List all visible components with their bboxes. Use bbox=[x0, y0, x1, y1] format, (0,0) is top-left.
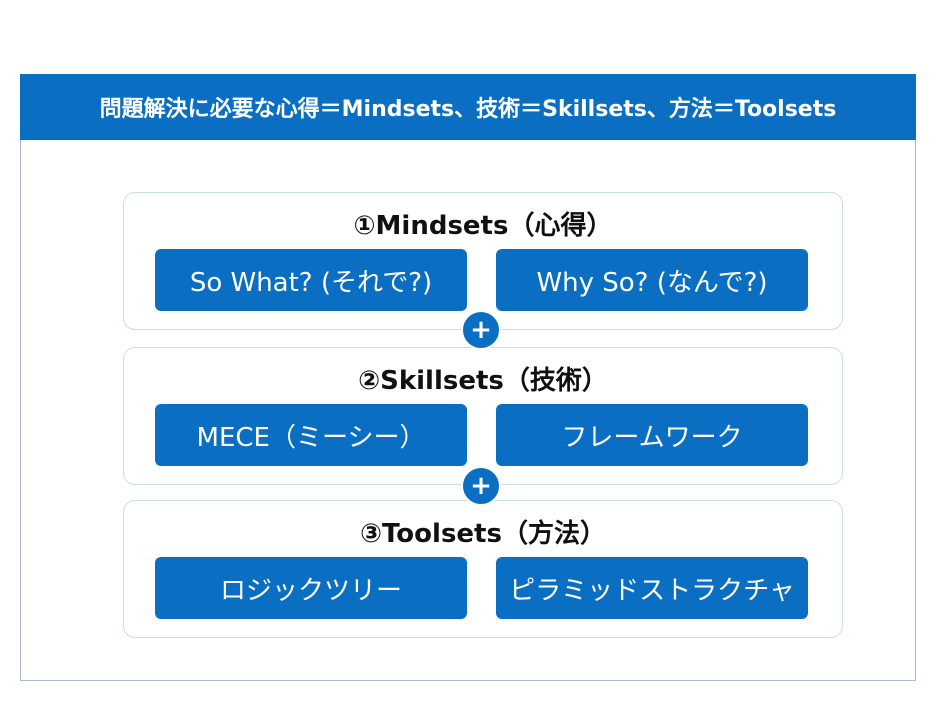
section-skillsets: ②Skillsets（技術） MECE（ミーシー） フレームワーク bbox=[123, 347, 843, 485]
item-framework: フレームワーク bbox=[496, 404, 808, 466]
slide-title: 問題解決に必要な心得＝Mindsets、技術＝Skillsets、方法＝Tool… bbox=[99, 97, 837, 122]
header-bar: 問題解決に必要な心得＝Mindsets、技術＝Skillsets、方法＝Tool… bbox=[20, 74, 916, 140]
item-logic-tree: ロジックツリー bbox=[155, 557, 467, 619]
plus-icon: + bbox=[461, 310, 501, 350]
section-title-mindsets: ①Mindsets（心得） bbox=[353, 211, 613, 241]
plus-icon: + bbox=[461, 466, 501, 506]
item-so-what: So What? (それで?) bbox=[155, 249, 467, 311]
item-pyramid-structure: ピラミッドストラクチャ bbox=[496, 557, 808, 619]
item-why-so: Why So? (なんで?) bbox=[496, 249, 808, 311]
section-title-skillsets: ②Skillsets（技術） bbox=[358, 366, 608, 396]
item-mece: MECE（ミーシー） bbox=[155, 404, 467, 466]
section-title-toolsets: ③Toolsets（方法） bbox=[360, 519, 606, 549]
section-toolsets: ③Toolsets（方法） ロジックツリー ピラミッドストラクチャ bbox=[123, 500, 843, 638]
section-mindsets: ①Mindsets（心得） So What? (それで?) Why So? (な… bbox=[123, 192, 843, 330]
